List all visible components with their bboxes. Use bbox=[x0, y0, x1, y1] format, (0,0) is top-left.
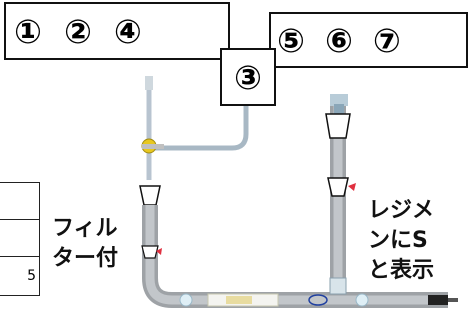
table-cell bbox=[0, 183, 39, 220]
regimen-label: レジメ ンにS と表示 bbox=[368, 196, 468, 286]
filter-label-line-2: ター付 bbox=[52, 246, 119, 271]
right-bottom-connector bbox=[329, 277, 347, 295]
patient-connector bbox=[428, 295, 448, 305]
marker-6: ⑥ bbox=[324, 20, 353, 60]
marker-2: ② bbox=[63, 11, 92, 51]
patient-connector-tip bbox=[448, 298, 458, 302]
regimen-label-line-3: と表示 bbox=[368, 258, 435, 283]
regimen-label-line-2: ンにS bbox=[368, 228, 428, 253]
right-drip-chamber-top bbox=[325, 113, 351, 139]
bottom-joint-2 bbox=[355, 293, 369, 307]
main-tube-left-highlight bbox=[145, 205, 360, 305]
right-spike-neck bbox=[334, 104, 344, 114]
marker-group-1: ① ② ④ bbox=[4, 2, 230, 60]
right-clamp-marker bbox=[348, 183, 356, 191]
bottom-joint-1 bbox=[179, 293, 193, 307]
left-clamp-marker bbox=[156, 248, 162, 255]
marker-3: ③ bbox=[234, 57, 262, 97]
marker-3-box: ③ bbox=[220, 48, 276, 106]
inline-filter-core bbox=[226, 296, 252, 304]
coiled-line bbox=[308, 294, 328, 306]
left-roller-clamp bbox=[141, 245, 159, 259]
marker-4: ④ bbox=[113, 11, 142, 51]
right-spike bbox=[330, 94, 348, 106]
y-port bbox=[142, 144, 164, 149]
table-cell: 5 bbox=[27, 267, 36, 284]
marker-group-2: ⑤ ⑥ ⑦ bbox=[269, 12, 468, 68]
table-fragment: 5 bbox=[0, 182, 40, 296]
main-tube-left bbox=[142, 205, 360, 308]
filter-label-line-1: フィル bbox=[52, 216, 118, 241]
table-cell bbox=[0, 220, 39, 257]
left-top-cap bbox=[145, 76, 153, 90]
right-drip-chamber-mid bbox=[327, 177, 349, 197]
marker-5: ⑤ bbox=[277, 20, 305, 60]
filter-label: フィル ター付 bbox=[52, 214, 132, 274]
branch-line bbox=[149, 96, 249, 151]
marker-1: ① bbox=[14, 11, 42, 51]
marker-7: ⑦ bbox=[372, 20, 401, 60]
left-drip-chamber bbox=[139, 185, 161, 206]
regimen-label-line-1: レジメ bbox=[368, 198, 435, 223]
